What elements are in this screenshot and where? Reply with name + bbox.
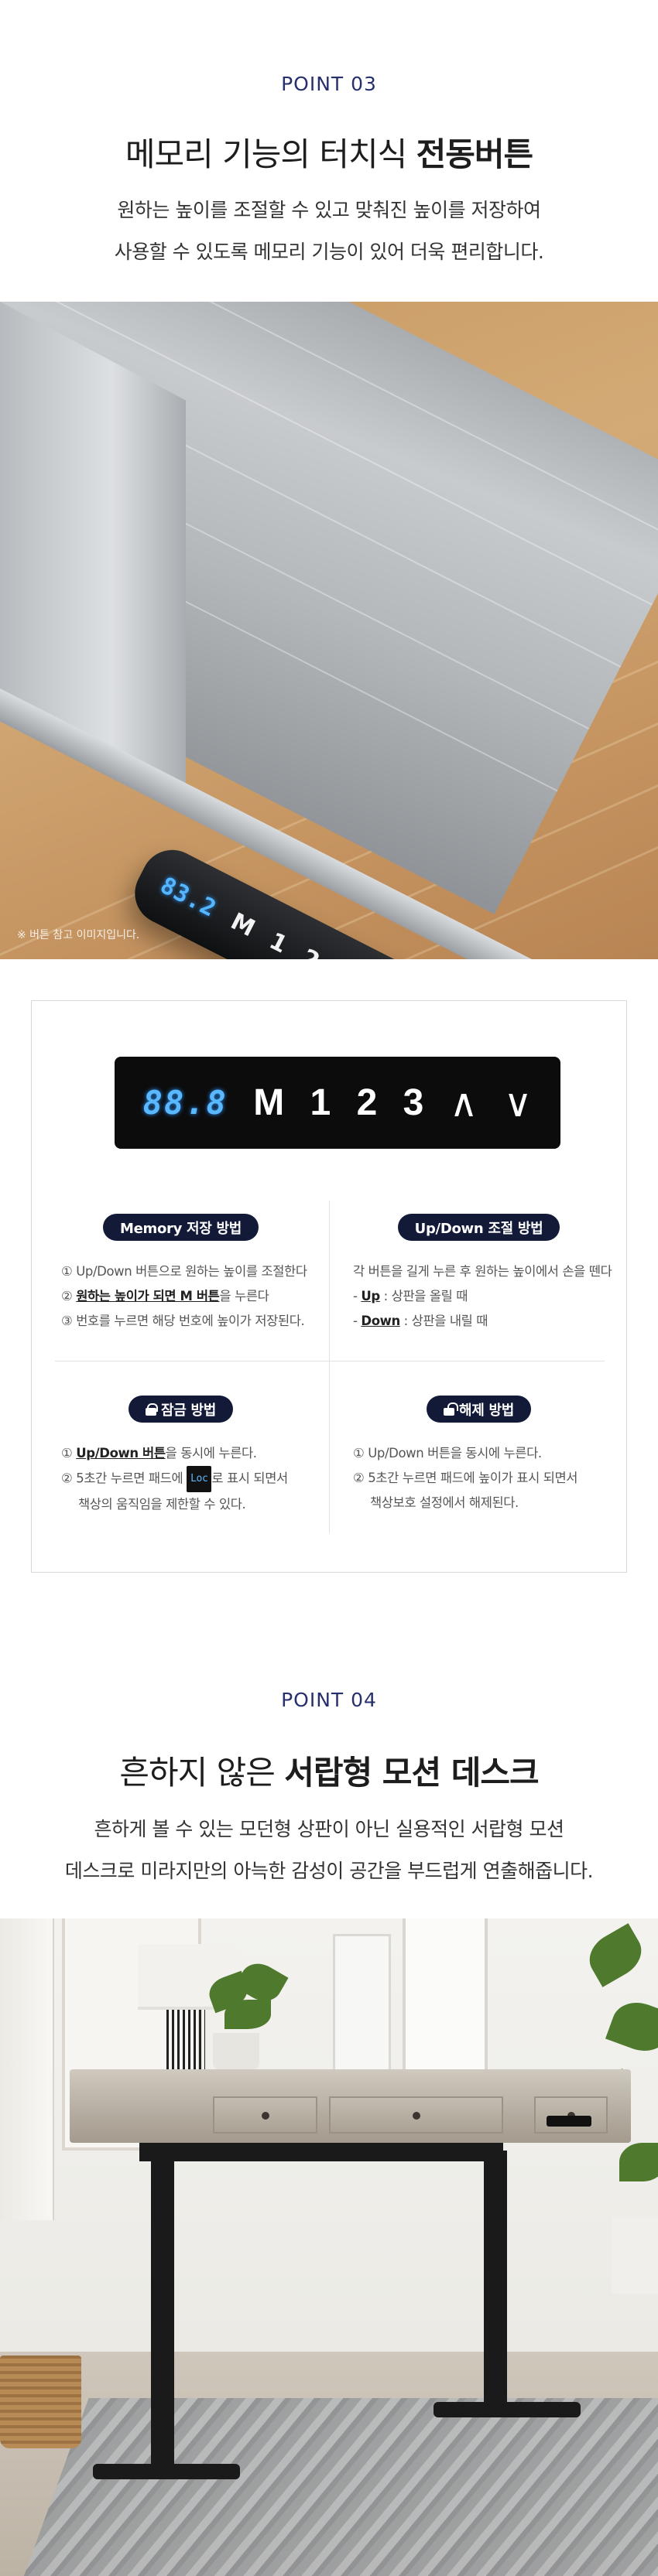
desk-leg-left	[151, 2151, 174, 2468]
button-closeup-photo: 83.2 M 1 2 3 ∧ ∨ ※ 버튼 참고 이미지입니다.	[0, 302, 658, 959]
unlock-title-pill: 해제 방법	[426, 1396, 531, 1423]
height-display: 83.2	[156, 871, 221, 923]
lock-title: 잠금 방법	[160, 1402, 216, 1419]
unlock-step-2: ② 5초간 누르면 패드에 높이가 표시 되면서	[353, 1471, 578, 1485]
desk-controller	[547, 2116, 591, 2127]
unlock-step-2-cont: 책상보호 설정에서 해제된다.	[370, 1495, 519, 1510]
unlock-title: 해제 방법	[458, 1402, 514, 1419]
memory-title-pill: Memory 저장 방법	[102, 1214, 259, 1241]
updown-down-item: - Down : 상판을 내릴 때	[353, 1314, 488, 1328]
drawer-left	[213, 2096, 317, 2134]
headline-regular: 흔하지 않은	[119, 1754, 285, 1792]
loc-display: Loc	[187, 1466, 212, 1492]
preset-key-3: 3	[403, 1082, 424, 1123]
preset-key-2: 2	[356, 1082, 378, 1123]
plant	[213, 2033, 259, 2070]
headline-bold: 서랍형 모션 데스크	[284, 1754, 539, 1792]
usage-info-card: 88.8 M 1 2 3 ∧ ∨ Memory 저장 방법 ① Up/Down …	[31, 1000, 627, 1573]
desc-line: 원하는 높이를 조절할 수 있고 맞춰진 높이를 저장하여	[117, 199, 541, 221]
lock-icon	[145, 1402, 158, 1416]
updown-instruction: 각 버튼을 길게 누른 후 원하는 높이에서 손을 뗀다	[353, 1264, 612, 1279]
updown-up-item: - Up : 상판을 올릴 때	[353, 1289, 468, 1303]
updown-title-pill: Up/Down 조절 방법	[397, 1214, 560, 1241]
photo-note: ※ 버튼 참고 이미지입니다.	[17, 929, 140, 941]
unlock-step-1: ① Up/Down 버튼을 동시에 누른다.	[353, 1446, 542, 1461]
updown-section: Up/Down 조절 방법 각 버튼을 길게 누른 후 원하는 높이에서 손을 …	[330, 1214, 628, 1334]
panel-key-2: 2	[297, 944, 324, 959]
memory-step-2: ② 원하는 높이가 되면 M 버튼을 누른다	[61, 1289, 269, 1303]
divider-vertical	[329, 1201, 330, 1533]
drawer-desk-photo	[0, 1918, 658, 2576]
lock-section: 잠금 방법 ① Up/Down 버튼을 동시에 누른다. ② 5초간 누르면 패…	[32, 1396, 330, 1517]
drawer-center	[329, 2096, 503, 2134]
section1-header: POINT 03	[0, 73, 658, 95]
drawer-right	[534, 2096, 608, 2134]
memory-key: M	[253, 1082, 285, 1123]
unlock-icon	[443, 1403, 454, 1416]
memory-section: Memory 저장 방법 ① Up/Down 버튼으로 원하는 높이를 조절한다…	[32, 1214, 330, 1334]
unlock-section: 해제 방법 ① Up/Down 버튼을 동시에 누른다. ② 5초간 누르면 패…	[330, 1396, 628, 1515]
section1-desc: 원하는 높이를 조절할 수 있고 맞춰진 높이를 저장하여 사용할 수 있도록 …	[0, 190, 658, 273]
lock-title-pill: 잠금 방법	[128, 1396, 233, 1423]
section2-headline: 흔하지 않은 서랍형 모션 데스크	[0, 1747, 658, 1794]
panel-key-1: 1	[265, 927, 292, 959]
desc-line: 흔하게 볼 수 있는 모던형 상판이 아닌 실용적인 서랍형 모션	[94, 1818, 564, 1840]
rug	[4, 2398, 658, 2576]
memory-title: Memory 저장 방법	[119, 1220, 242, 1237]
down-arrow-icon: ∨	[503, 1080, 533, 1126]
section2-desc: 흔하게 볼 수 있는 모던형 상판이 아닌 실용적인 서랍형 모션 데스크로 미…	[0, 1809, 658, 1892]
lock-step-1: ① Up/Down 버튼을 동시에 누른다.	[61, 1446, 257, 1461]
preset-key-1: 1	[310, 1082, 331, 1123]
up-arrow-icon: ∧	[449, 1080, 478, 1126]
section1-headline: 메모리 기능의 터치식 전동버튼	[0, 128, 658, 176]
basket	[0, 2356, 81, 2448]
updown-title: Up/Down 조절 방법	[414, 1220, 543, 1237]
point-label: POINT 03	[281, 73, 377, 95]
height-display: 88.8	[142, 1084, 228, 1122]
memory-step-1: ① Up/Down 버튼으로 원하는 높이를 조절한다	[61, 1264, 307, 1279]
headline-regular: 메모리 기능의 터치식	[125, 135, 416, 173]
point-label: POINT 04	[281, 1689, 377, 1711]
control-panel-diagram: 88.8 M 1 2 3 ∧ ∨	[115, 1057, 560, 1149]
desc-line: 데스크로 미라지만의 아늑한 감성이 공간을 부드럽게 연출해줍니다.	[64, 1860, 594, 1882]
panel-key-m: M	[226, 907, 260, 942]
lock-step-2-cont: 책상의 움직임을 제한할 수 있다.	[78, 1497, 246, 1512]
headline-bold: 전동버튼	[416, 135, 534, 173]
section2-header: POINT 04	[0, 1689, 658, 1711]
desk-leg-right	[484, 2151, 507, 2406]
memory-step-3: ③ 번호를 누르면 해당 번호에 높이가 저장된다.	[61, 1314, 305, 1328]
desc-line: 사용할 수 있도록 메모리 기능이 있어 더욱 편리합니다.	[114, 241, 544, 263]
